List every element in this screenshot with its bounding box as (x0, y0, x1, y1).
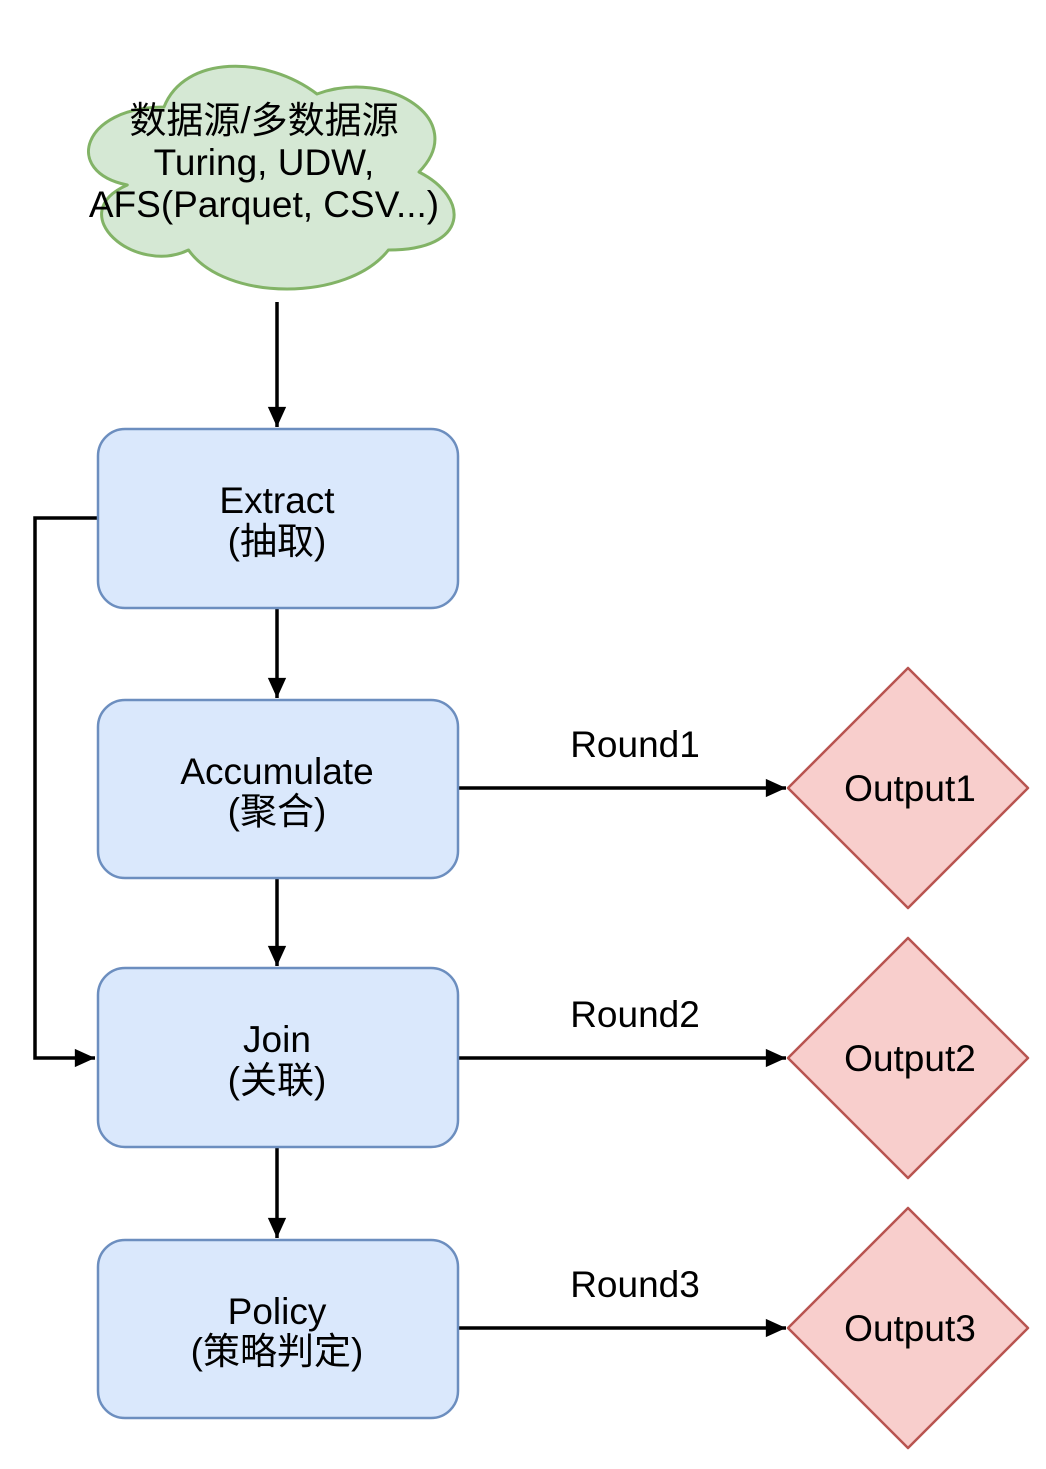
edge-label-round1: Round1 (570, 724, 700, 765)
output3-label: Output3 (844, 1308, 976, 1349)
accumulate-node: Accumulate (聚合) (96, 698, 460, 880)
policy-node: Policy (策略判定) (96, 1238, 460, 1420)
extract-node-box (96, 427, 460, 610)
extract-node: Extract (抽取) (96, 427, 460, 610)
output3-node: Output3 (786, 1206, 1030, 1450)
join-node-title: Join (243, 1019, 311, 1060)
cloud-shape (87, 64, 456, 291)
join-node: Join (关联) (96, 966, 460, 1149)
output1-node: Output1 (786, 666, 1030, 910)
edge-label-round2: Round2 (570, 994, 700, 1035)
policy-node-box (96, 1238, 460, 1420)
accumulate-node-subtitle: (聚合) (228, 791, 327, 832)
edges (33, 302, 786, 1338)
arrow-extract-to-join-bypass (33, 516, 98, 1068)
edge-label-round3: Round3 (570, 1264, 700, 1305)
extract-node-subtitle: (抽取) (228, 521, 327, 562)
cloud-text-line-1: 数据源/多数据源 (129, 100, 398, 141)
accumulate-node-box (96, 698, 460, 880)
output3-diamond (786, 1206, 1030, 1450)
output1-label: Output1 (844, 768, 976, 809)
join-node-box (96, 966, 460, 1149)
cloud-text-line-2: Turing, UDW, (154, 142, 375, 183)
accumulate-node-title: Accumulate (180, 751, 373, 792)
edge-labels: Round1 Round2 Round3 (570, 724, 700, 1305)
cloud-text-line-3: AFS(Parquet, CSV...) (89, 184, 439, 225)
output2-node: Output2 (786, 936, 1030, 1180)
policy-node-subtitle: (策略判定) (191, 1331, 364, 1372)
output1-diamond (786, 666, 1030, 910)
output2-diamond (786, 936, 1030, 1180)
data-source-cloud-node: 数据源/多数据源 Turing, UDW, AFS(Parquet, CSV..… (87, 64, 456, 291)
output2-label: Output2 (844, 1038, 976, 1079)
join-node-subtitle: (关联) (228, 1060, 327, 1101)
policy-node-title: Policy (228, 1291, 327, 1332)
extract-node-title: Extract (219, 480, 335, 521)
